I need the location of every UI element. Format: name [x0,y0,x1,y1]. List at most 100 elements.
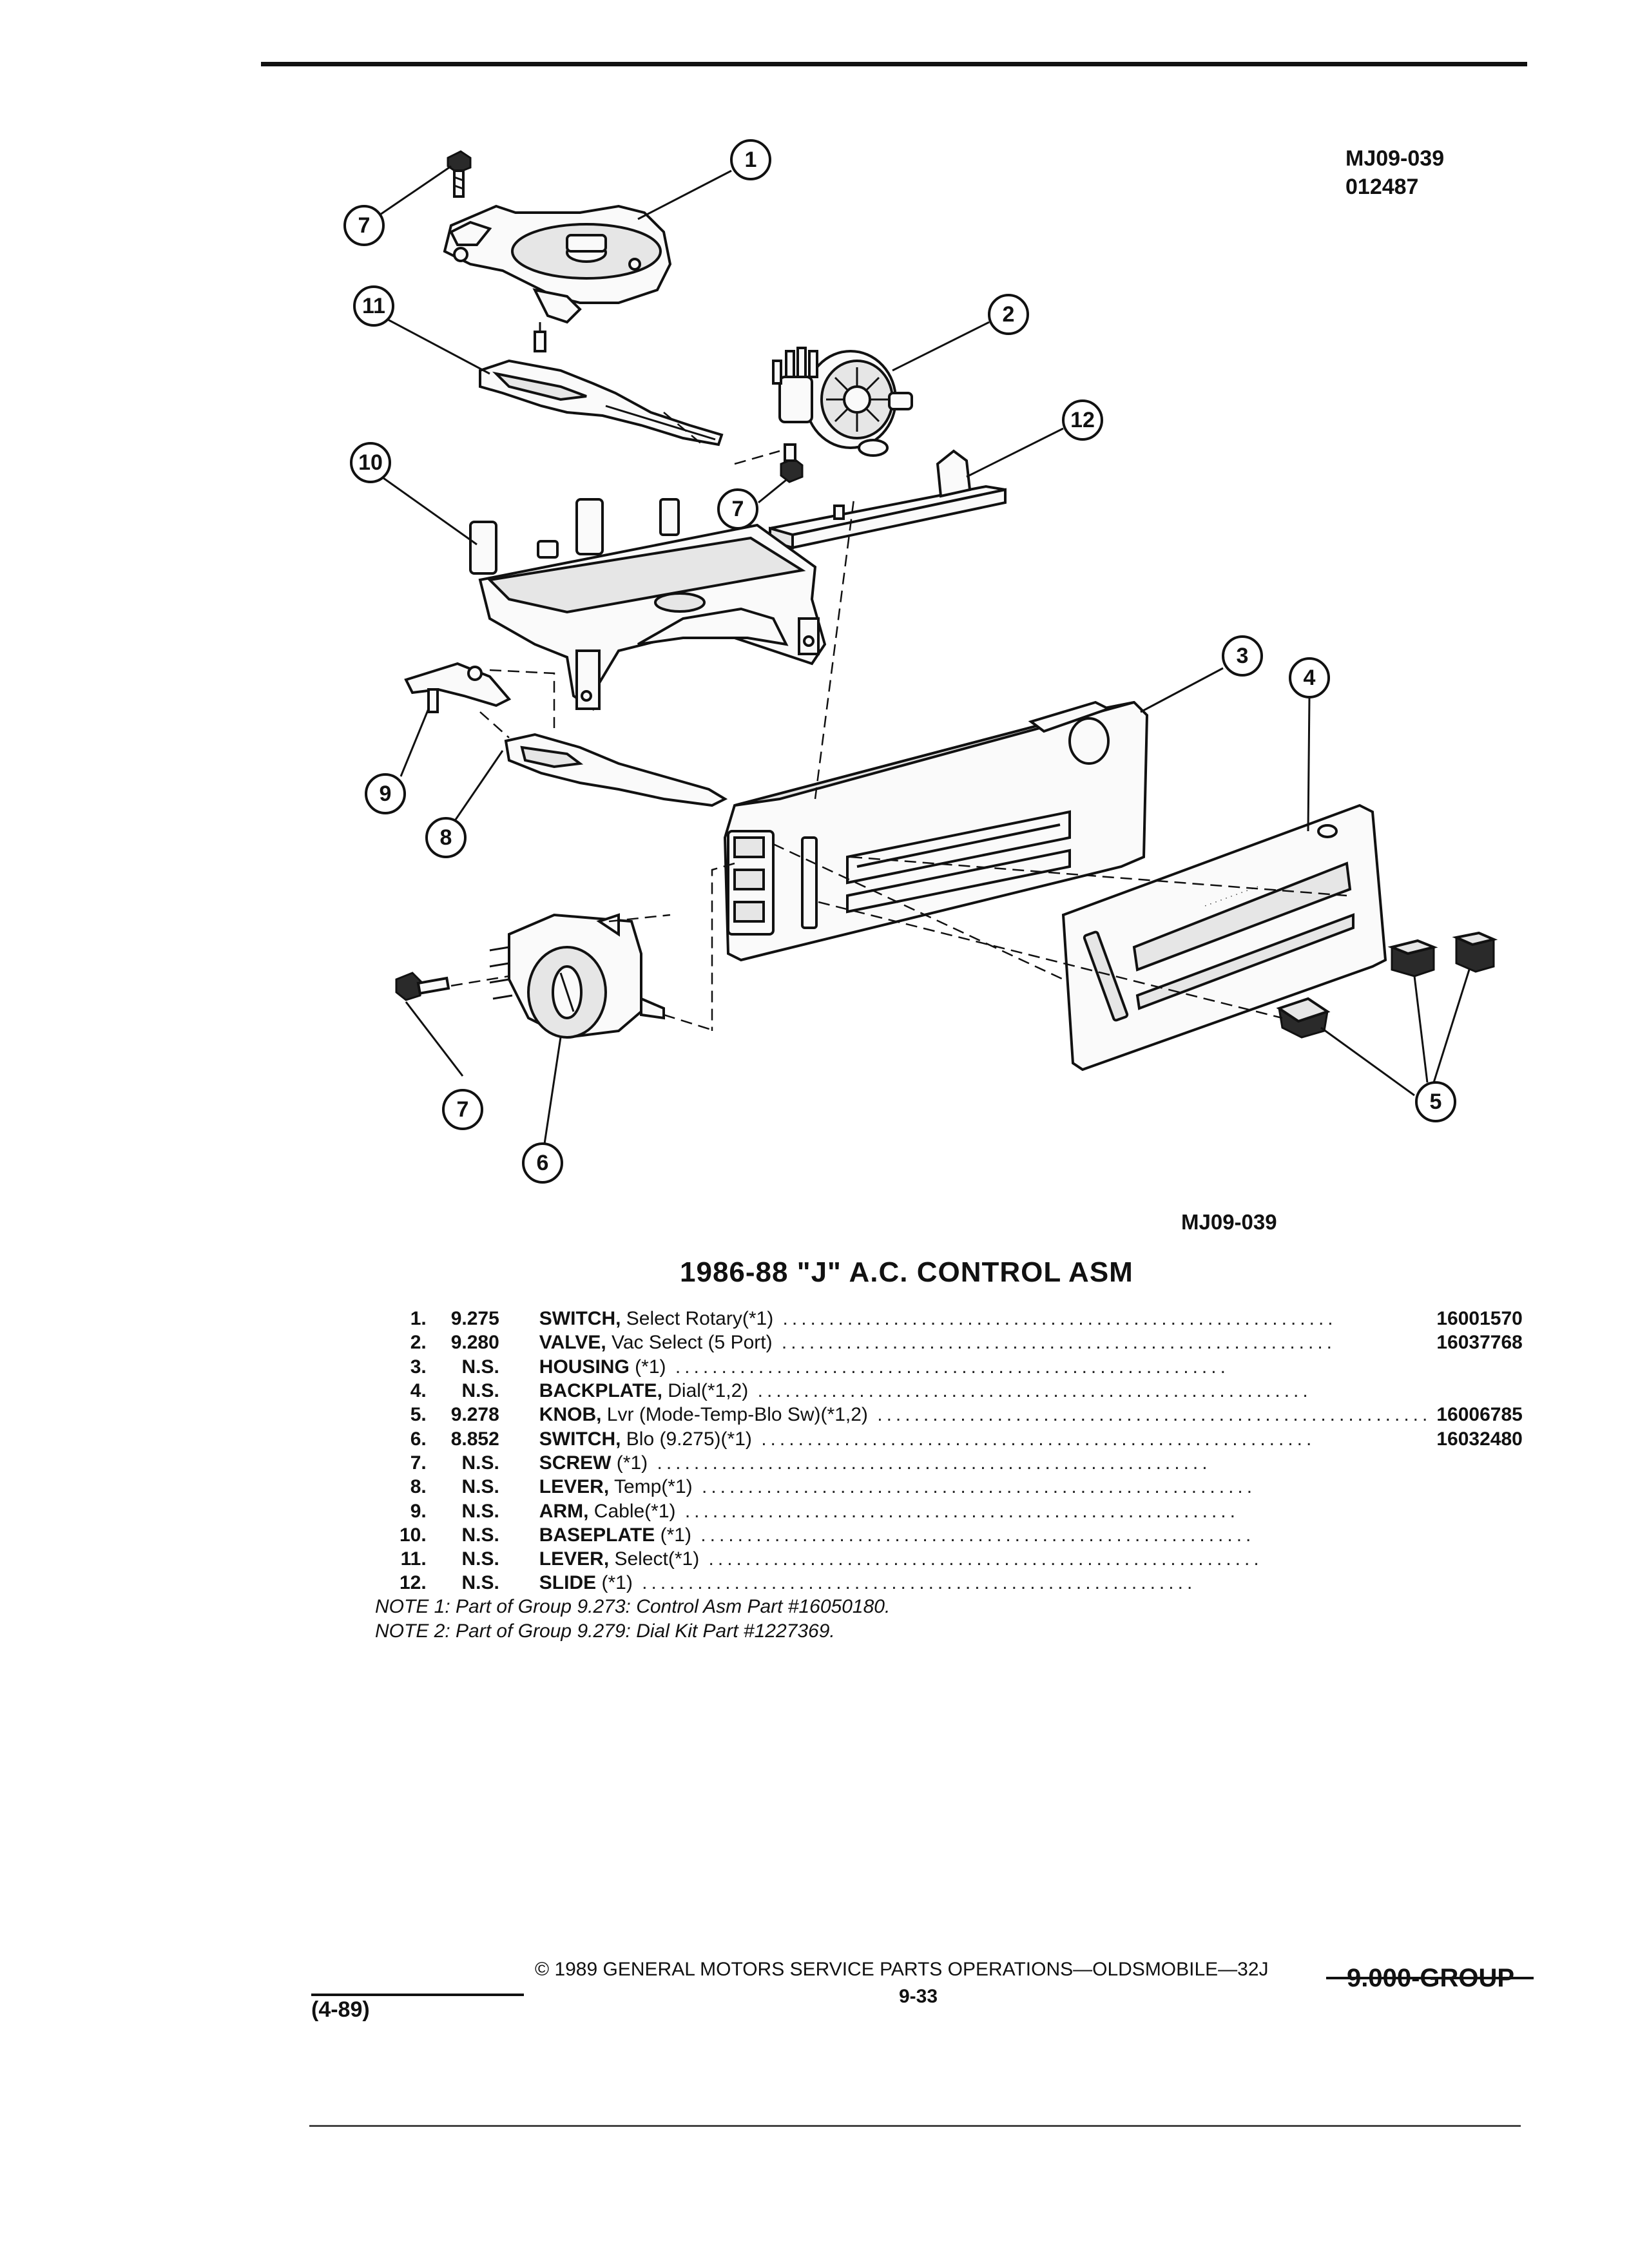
part-number-index: 9. [410,1500,427,1522]
part-group: 9.280 [450,1332,499,1354]
part-name: HOUSING [539,1356,630,1378]
part-name: SWITCH, [539,1308,621,1330]
part-detail: Select(*1) [609,1548,700,1570]
part-catalog-number [1431,1499,1522,1523]
parts-row: 8. N.S. LEVER, Temp(*1) ..................… [400,1475,1523,1499]
part-detail: Blo (9.275)(*1) [621,1428,752,1450]
callout-3: 3 [1222,635,1263,677]
part-catalog-number [1431,1571,1522,1595]
part-number-index: 8. [410,1476,427,1498]
part-temp-lever [504,733,728,807]
part-number-index: 7. [410,1452,427,1474]
callout-10: 10 [350,442,391,483]
note-2: NOTE 2: Part of Group 9.279: Dial Kit Pa… [375,1620,835,1642]
part-description: VALVE, Vac Select (5 Port) .............… [539,1331,1432,1354]
part-group: N.S. [461,1452,499,1474]
part-catalog-number: 16032480 [1436,1428,1523,1450]
part-dial-backplate: · · · · · · · · · · · [1061,803,1387,1072]
diagram-caption: MJ09-039 [1181,1210,1277,1234]
svg-text:7: 7 [457,1097,469,1122]
part-catalog-number: 16037768 [1436,1332,1523,1354]
part-number-index: 6. [410,1428,427,1450]
alignment-lines [450,412,1347,1032]
part-catalog-number [1431,1475,1522,1499]
callout-9: 9 [365,773,406,814]
part-number-index: 4. [410,1380,427,1402]
parts-row: 2. 9.280 VALVE, Vac Select (5 Port) ......… [400,1331,1523,1354]
part-vac-select-valve [772,347,913,457]
leader-dots: ........................................… [699,1548,1263,1570]
part-name: SLIDE [539,1572,597,1594]
callout-1: 1 [730,139,771,180]
part-detail: Dial(*1,2) [662,1380,749,1402]
svg-text:7: 7 [358,213,371,238]
part-select-lever [479,359,724,447]
leader-dots: ........................................… [666,1356,1229,1378]
part-detail: (*1) [596,1572,633,1594]
part-screw-top [447,150,472,198]
leader-dots: ........................................… [692,1476,1257,1498]
part-catalog-number [1431,1355,1522,1379]
part-catalog-number [1431,1451,1522,1475]
part-group: N.S. [461,1548,499,1570]
part-group: 9.275 [450,1308,499,1330]
part-select-rotary-switch [443,204,672,352]
svg-text:4: 4 [1304,666,1316,690]
part-group: N.S. [461,1380,499,1402]
part-lever-knobs [1276,931,1498,1039]
leader-dots: ........................................… [675,1500,1239,1522]
part-cable-arm [404,662,512,713]
svg-text:11: 11 [362,294,385,318]
part-catalog-number [1431,1547,1522,1571]
svg-text:12: 12 [1070,408,1095,432]
part-detail: Cable(*1) [588,1500,676,1522]
part-catalog-number: 16001570 [1436,1308,1523,1330]
part-number-index: 10. [400,1524,427,1546]
callout-7-middle: 7 [717,488,758,530]
callout-4: 4 [1289,657,1330,698]
leader-dots: ........................................… [648,1452,1211,1474]
callouts: 1 7 11 2 12 10 7 3 4 9 8 5 7 6 [343,139,1456,1184]
callout-2: 2 [988,294,1029,335]
part-number-index: 11. [400,1548,427,1570]
part-description: BACKPLATE, Dial(*1,2) ..................… [539,1379,1432,1403]
part-detail: Temp(*1) [609,1476,693,1498]
part-description: SWITCH, Blo (9.275)(*1) ................… [539,1427,1432,1450]
part-description: SLIDE (*1) .............................… [539,1571,1432,1595]
footer-copyright: © 1989 GENERAL MOTORS SERVICE PARTS OPER… [535,1959,1269,1980]
svg-text:1: 1 [745,148,757,172]
part-blower-switch [489,913,665,1039]
part-description: BASEPLATE (*1) .........................… [539,1523,1432,1547]
notes-block: NOTE 1: Part of Group 9.273: Control Asm… [375,1595,890,1644]
part-group: N.S. [461,1524,499,1546]
part-description: LEVER, Temp(*1) ........................… [539,1475,1432,1499]
part-catalog-number [1431,1523,1522,1547]
svg-text:2: 2 [1003,302,1015,327]
part-number-index: 12. [400,1572,427,1594]
part-name: BACKPLATE, [539,1380,662,1402]
part-number-index: 3. [410,1356,427,1378]
part-detail: (*1) [611,1452,648,1474]
part-description: KNOB, Lvr (Mode-Temp-Blo Sw)(*1,2) .....… [539,1403,1432,1427]
parts-row: 4. N.S. BACKPLATE, Dial(*1,2) ............… [400,1379,1523,1403]
svg-text:8: 8 [440,825,452,850]
parts-row: 7. N.S. SCREW (*1) .......................… [400,1451,1523,1475]
part-description: SCREW (*1) .............................… [539,1451,1432,1475]
part-name: LEVER, [539,1548,610,1570]
part-group: N.S. [461,1500,499,1522]
part-number-index: 2. [410,1332,427,1354]
part-detail: Select Rotary(*1) [621,1308,774,1330]
svg-text:6: 6 [537,1151,549,1175]
exploded-parts-diagram: · · · · · · · · · · · [343,139,1498,1184]
callout-11: 11 [353,285,394,327]
leader-dots: ........................................… [748,1380,1312,1402]
part-group: N.S. [461,1476,499,1498]
callout-7-top: 7 [343,205,385,246]
part-group: N.S. [461,1356,499,1378]
part-detail: Lvr (Mode-Temp-Blo Sw)(*1,2) [601,1404,868,1426]
parts-row: 11. N.S. LEVER, Select(*1) ...............… [400,1547,1523,1571]
part-name: SWITCH, [539,1428,621,1450]
callout-12: 12 [1062,399,1103,441]
